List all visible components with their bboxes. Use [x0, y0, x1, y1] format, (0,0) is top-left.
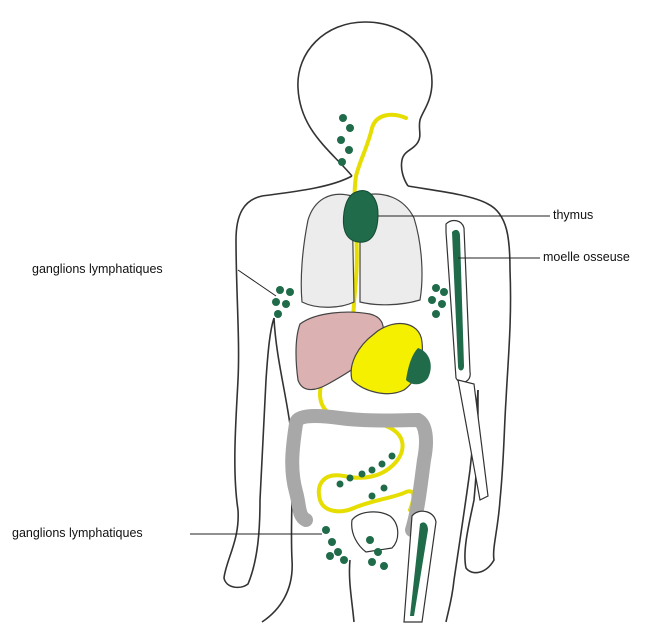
thymus-organ: [343, 191, 378, 243]
lymph-nodes-armpit-left: [428, 284, 448, 318]
forearm-bone: [458, 380, 488, 500]
lymph-nodes-neck: [337, 114, 354, 166]
label-moelle-osseuse: moelle osseuse: [543, 251, 630, 264]
label-ganglions-lymphatiques-lower: ganglions lymphatiques: [12, 527, 143, 540]
lymph-nodes-armpit-right: [272, 286, 294, 318]
label-thymus: thymus: [553, 209, 593, 222]
pelvis-bone: [352, 512, 398, 552]
label-ganglions-lymphatiques-upper: ganglions lymphatiques: [32, 263, 163, 276]
